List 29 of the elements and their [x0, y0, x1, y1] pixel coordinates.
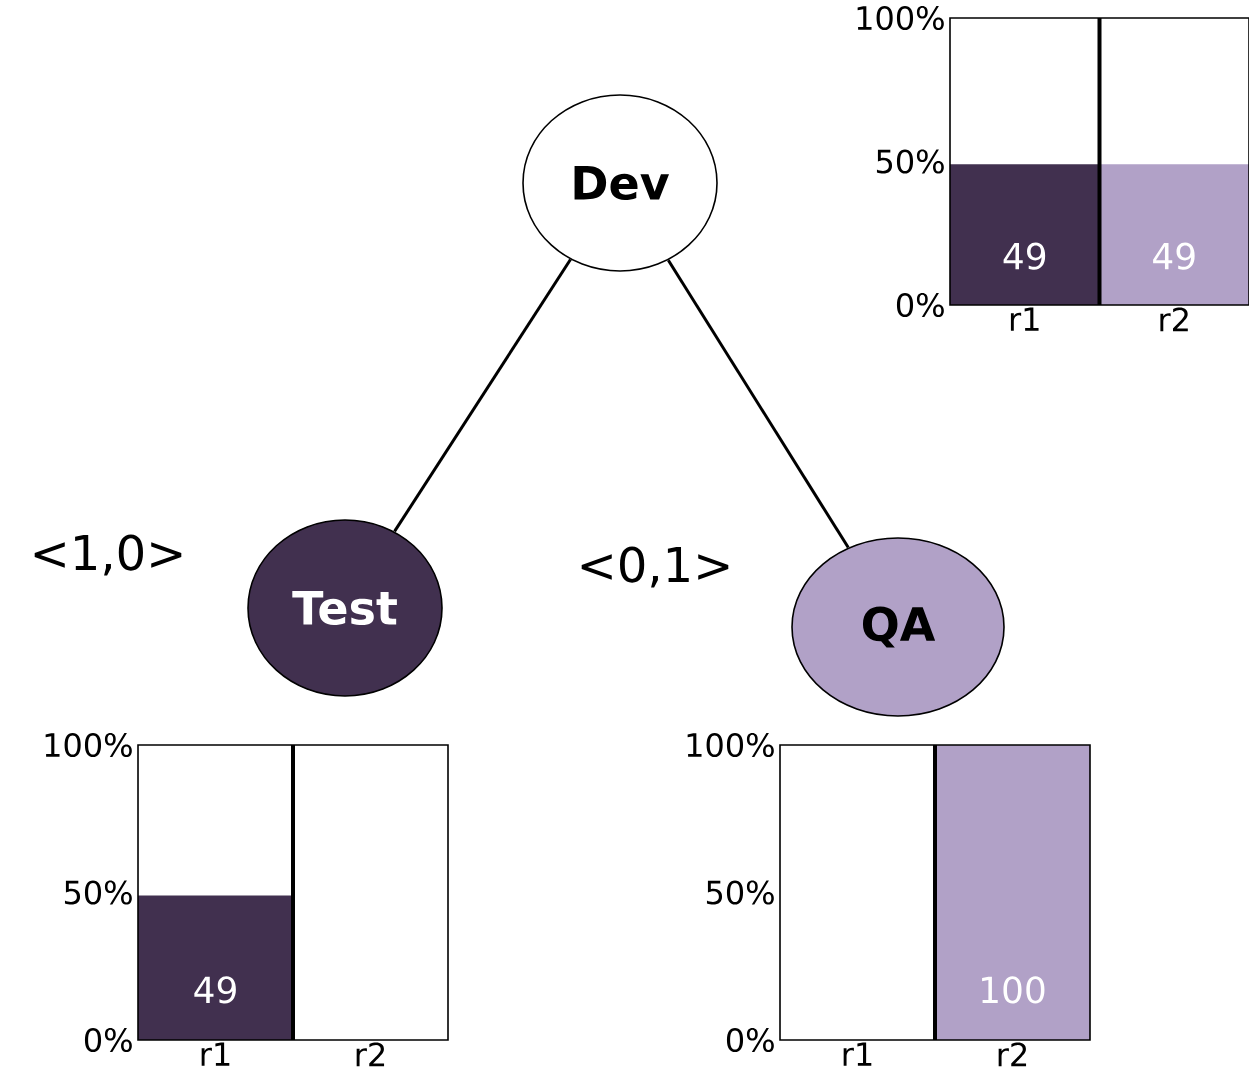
x-tick-label: r1 [201, 1042, 230, 1066]
y-tick-label: 0% [84, 1027, 132, 1053]
y-tick-label: 100% [857, 5, 944, 31]
vector-label: <1,0> [34, 534, 182, 576]
y-tick-label: 100% [45, 732, 132, 758]
y-tick-label: 50% [706, 880, 774, 905]
x-tick-label: r1 [1010, 307, 1039, 331]
data-label: 49 [1153, 242, 1195, 270]
data-label: 100 [982, 976, 1045, 1004]
bar-chart: 0% 50% 100% r1 r2 49 [45, 732, 449, 1067]
bar-chart: 0% 50% 100% r1 r2 49 49 [857, 5, 1249, 332]
vector-label: <0,1> [581, 546, 729, 588]
x-tick-label: r1 [843, 1042, 872, 1066]
ellipse-node: Test [247, 519, 443, 697]
ellipse-node: Dev [522, 94, 718, 272]
x-tick-label: r2 [1160, 307, 1188, 332]
y-tick-label: 50% [64, 880, 132, 905]
connector-line [393, 258, 572, 533]
x-tick-label: r2 [998, 1042, 1027, 1067]
connector-line [667, 259, 850, 549]
ellipse-node: QA [791, 537, 1005, 717]
x-tick-label: r2 [356, 1042, 385, 1067]
data-label: 49 [194, 976, 236, 1004]
data-label: 49 [1003, 242, 1046, 270]
bar-chart: 0% 50% 100% r1 r2 100 [687, 732, 1091, 1067]
y-tick-label: 0% [726, 1027, 774, 1053]
y-tick-label: 50% [876, 149, 944, 174]
y-tick-label: 100% [687, 732, 774, 758]
y-tick-label: 0% [896, 292, 944, 318]
